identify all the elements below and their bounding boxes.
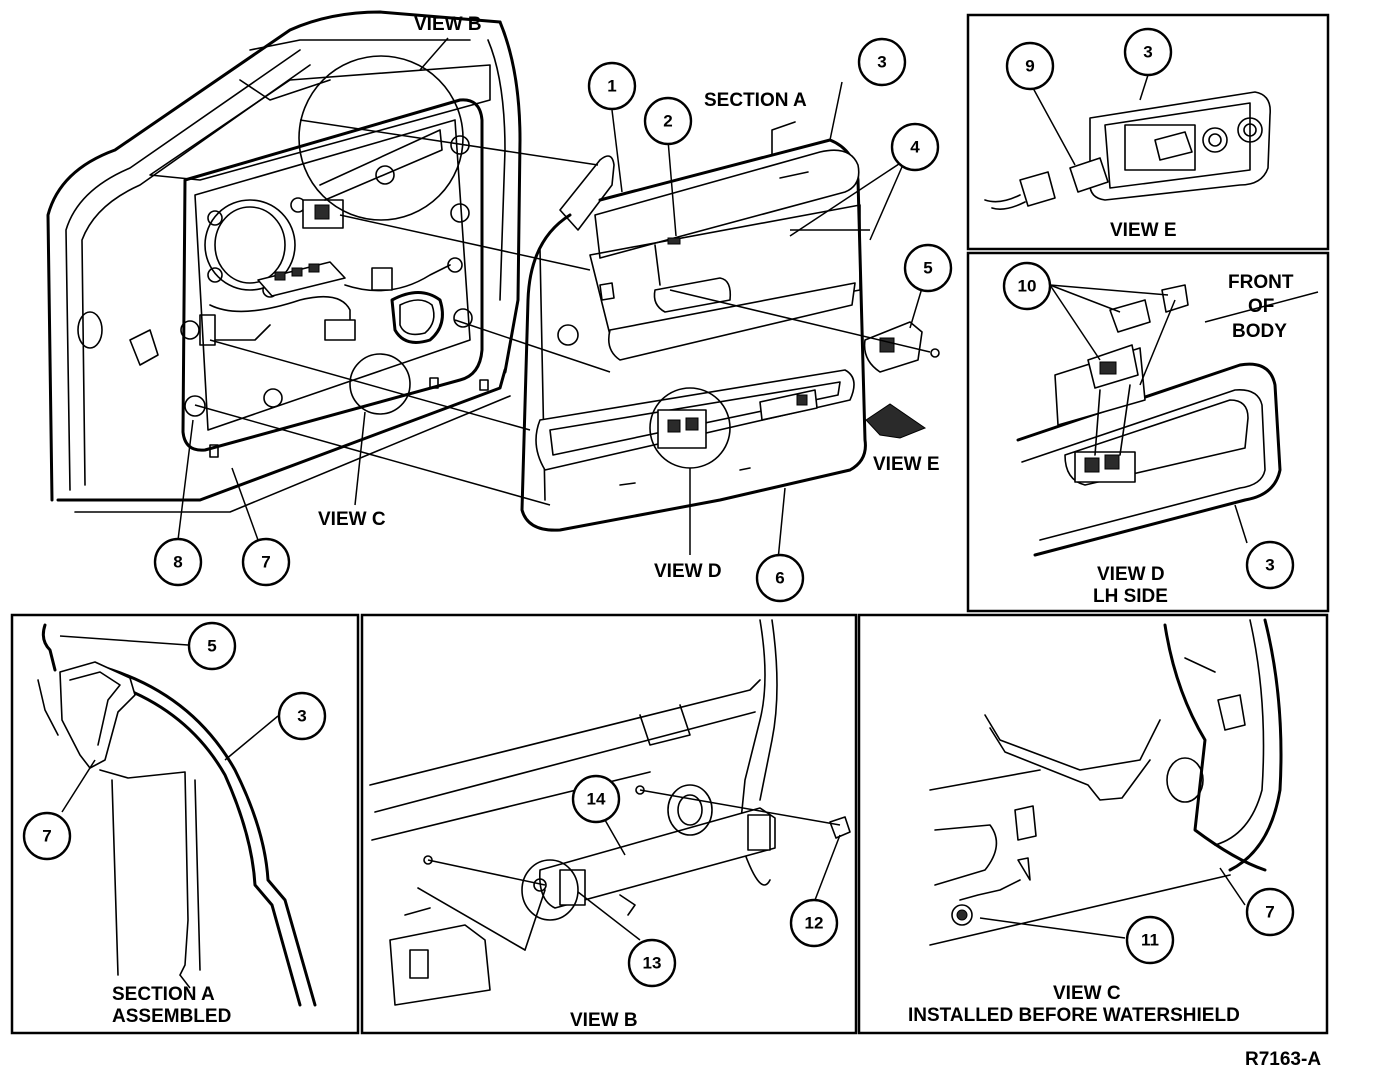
view-c-label: VIEW C [318, 509, 386, 530]
callout-6: 6 [755, 553, 805, 603]
door-trim-panel-drawing [520, 121, 940, 532]
view-b-panel-label: VIEW B [570, 1010, 638, 1031]
callout-7-main: 7 [241, 537, 291, 587]
callout-10-number: 10 [1018, 277, 1037, 296]
callout-3-view-d: 3 [1245, 540, 1295, 590]
callout-9: 9 [1005, 41, 1055, 91]
view-b-panel [360, 613, 858, 1035]
callout-5-sec-a-number: 5 [207, 637, 216, 656]
front-of-body-label-3: BODY [1232, 321, 1287, 342]
main-leader-lines [177, 37, 931, 561]
callout-12-number: 12 [805, 914, 824, 933]
view-d-panel-label-1: VIEW D [1097, 564, 1165, 585]
view-e-label: VIEW E [873, 454, 940, 475]
view-e-panel-label: VIEW E [1110, 220, 1177, 241]
callout-7-sec-a-number: 7 [42, 827, 51, 846]
callout-5-sec-a: 5 [187, 621, 237, 671]
view-c-panel-label-2: INSTALLED BEFORE WATERSHIELD [908, 1005, 1240, 1026]
callout-7-view-c: 7 [1245, 887, 1295, 937]
section-a-panel-label-2: ASSEMBLED [112, 1006, 231, 1027]
callout-12: 12 [789, 898, 839, 948]
view-c-panel-label-1: VIEW C [1053, 983, 1121, 1004]
callout-11: 11 [1125, 915, 1175, 965]
callout-14: 14 [571, 774, 621, 824]
callout-11-number: 11 [1141, 931, 1159, 950]
callout-3-view-e: 3 [1123, 27, 1173, 77]
view-d-drawing [1016, 284, 1319, 557]
section-a-panel-label-1: SECTION A [112, 984, 215, 1005]
view-c-drawing [929, 618, 1283, 946]
callout-3-main-number: 3 [877, 53, 886, 72]
callout-1: 1 [587, 61, 637, 111]
callout-13-number: 13 [643, 954, 662, 973]
section-a-drawing [37, 623, 317, 1007]
callout-13: 13 [627, 938, 677, 988]
callout-3-view-d-number: 3 [1265, 556, 1274, 575]
view-e-drawing [984, 74, 1272, 210]
view-b-label: VIEW B [414, 14, 482, 35]
callout-7-sec-a: 7 [22, 811, 72, 861]
section-a-label: SECTION A [704, 90, 807, 111]
callout-1-number: 1 [607, 77, 616, 96]
view-d-panel [966, 251, 1330, 613]
callout-7-view-c-number: 7 [1265, 903, 1274, 922]
view-e-panel [966, 13, 1330, 251]
callout-3-view-e-number: 3 [1143, 43, 1152, 62]
callout-3-main: 3 [857, 37, 907, 87]
callout-3-sec-a-number: 3 [297, 707, 306, 726]
callout-8-number: 8 [173, 553, 182, 572]
callout-5-main-number: 5 [923, 259, 932, 278]
callout-4-number: 4 [910, 138, 920, 157]
view-c-panel [857, 613, 1329, 1035]
callout-3-sec-a: 3 [277, 691, 327, 741]
callout-4: 4 [890, 122, 940, 172]
view-d-panel-label-2: LH SIDE [1093, 586, 1168, 607]
view-d-label: VIEW D [654, 561, 722, 582]
callout-8: 8 [153, 537, 203, 587]
callout-7-main-number: 7 [261, 553, 270, 572]
callout-14-number: 14 [587, 790, 606, 809]
section-a-panel [10, 613, 360, 1035]
callout-10: 10 [1002, 261, 1052, 311]
callout-2: 2 [643, 96, 693, 146]
callout-9-number: 9 [1025, 57, 1034, 76]
front-of-body-label-2: OF [1248, 296, 1274, 317]
callout-2-number: 2 [663, 112, 672, 131]
figure-code: R7163-A [1245, 1049, 1321, 1070]
callout-5-main: 5 [903, 243, 953, 293]
door-inner-panel-drawing [46, 10, 522, 513]
front-of-body-label-1: FRONT [1228, 272, 1294, 293]
callout-6-number: 6 [775, 569, 784, 588]
